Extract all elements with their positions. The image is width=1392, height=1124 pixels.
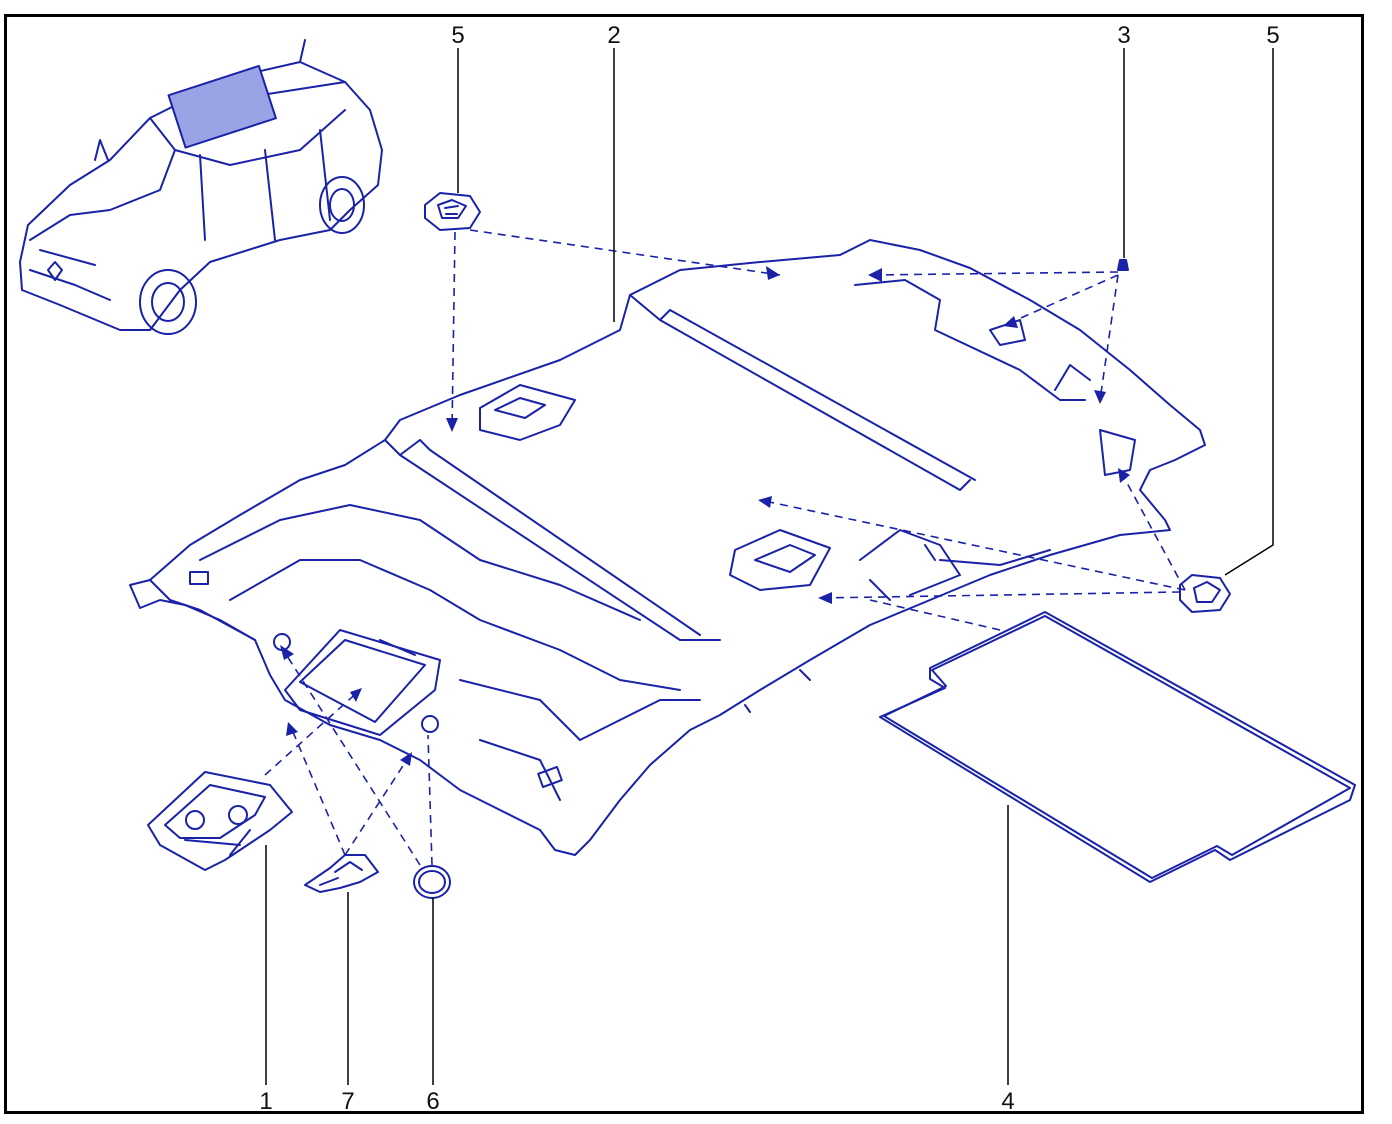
assembly-lines xyxy=(264,229,1186,866)
vehicle-thumbnail xyxy=(19,39,383,335)
diagram-frame xyxy=(4,14,1364,1114)
callout-2: 2 xyxy=(607,22,621,49)
mounting-bracket xyxy=(304,854,379,893)
clip-right xyxy=(1179,574,1231,613)
roof-console xyxy=(147,771,293,871)
leader-lines xyxy=(265,48,1274,1085)
clip-top xyxy=(424,192,481,231)
arrowheads xyxy=(280,266,1130,766)
callout-3: 3 xyxy=(1117,22,1131,49)
callout-7: 7 xyxy=(341,1088,355,1115)
insulation-pad xyxy=(879,611,1356,883)
callout-5-right: 5 xyxy=(1266,22,1280,49)
fastener xyxy=(1117,259,1129,271)
grommet-ring xyxy=(413,865,451,899)
callout-1: 1 xyxy=(259,1088,273,1115)
headliner-panel xyxy=(129,239,1206,856)
callout-6: 6 xyxy=(426,1088,440,1115)
callout-4: 4 xyxy=(1001,1088,1015,1115)
callout-5-top: 5 xyxy=(451,22,465,49)
